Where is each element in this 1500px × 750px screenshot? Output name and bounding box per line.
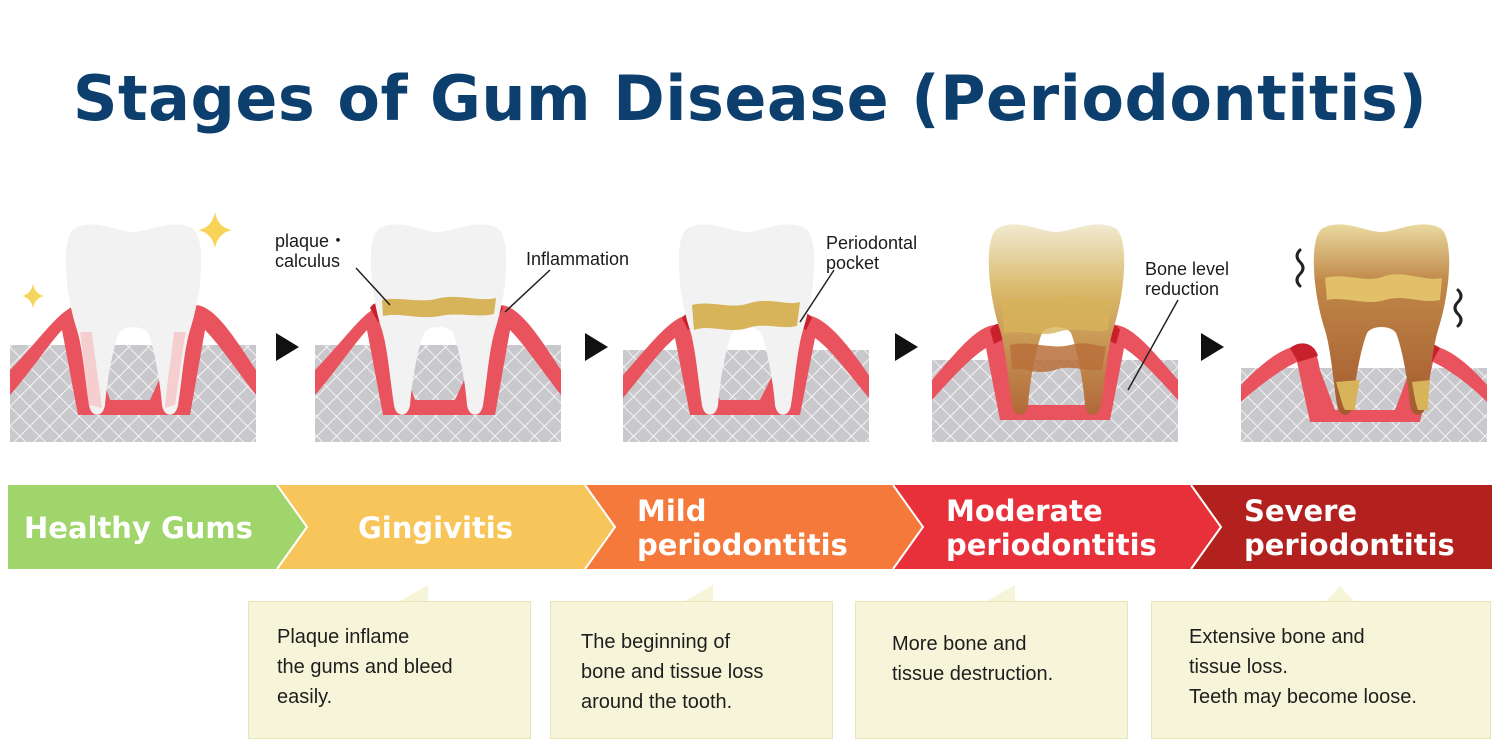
shake-icon — [1453, 288, 1463, 328]
description-gingivitis: Plaque inflame the gums and bleed easily… — [277, 626, 453, 708]
description-box-severe: Extensive bone and tissue loss. Teeth ma… — [1151, 601, 1491, 739]
description-moderate: More bone and tissue destruction. — [892, 633, 1054, 685]
stage-label-severe-2: periodontitis — [1244, 528, 1455, 562]
label-inflammation: Inflammation — [526, 249, 630, 269]
label-bone-level-reduction: Bone level reduction — [1145, 259, 1230, 299]
stage-label-gingivitis: Gingivitis — [358, 511, 513, 545]
stage-label-mild-1: Mild — [637, 494, 707, 528]
stage-label-mild-2: periodontitis — [637, 528, 848, 562]
page-title: Stages of Gum Disease (Periodontitis) — [72, 62, 1428, 135]
stage-ribbon: Healthy Gums Gingivitis Mild periodontit… — [8, 484, 1492, 570]
stage-label-severe-1: Severe — [1244, 494, 1357, 528]
description-box-moderate: More bone and tissue destruction. — [855, 601, 1128, 739]
description-severe: Extensive bone and tissue loss. Teeth ma… — [1189, 626, 1417, 708]
tooth-gingivitis — [315, 224, 561, 442]
tooth-mild-periodontitis — [623, 224, 869, 442]
stage-label-moderate-2: periodontitis — [946, 528, 1157, 562]
shake-icon — [1295, 248, 1305, 288]
stage-chevron-mild — [585, 485, 923, 569]
description-box-mild: The beginning of bone and tissue loss ar… — [550, 601, 833, 739]
stage-chevron-moderate — [893, 485, 1221, 569]
arrow-right-icon — [585, 333, 608, 361]
arrow-right-icon — [276, 333, 299, 361]
stage-chevron-severe — [1191, 485, 1492, 569]
arrow-right-icon — [895, 333, 918, 361]
arrow-right-icon — [1201, 333, 1224, 361]
description-mild: The beginning of bone and tissue loss ar… — [581, 631, 764, 713]
sparkle-icon — [198, 212, 232, 248]
stage-label-moderate-1: Moderate — [946, 494, 1103, 528]
stage-chevron-gingivitis — [277, 485, 615, 569]
tooth-severe-periodontitis — [1241, 224, 1487, 442]
stage-chevron-healthy — [8, 485, 307, 569]
label-plaque-calculus: plaque・ calculus — [275, 231, 348, 271]
tooth-moderate-periodontitis — [932, 224, 1179, 442]
label-periodontal-pocket: Periodontal pocket — [826, 233, 918, 273]
stage-label-healthy: Healthy Gums — [24, 511, 253, 545]
sparkle-icon — [22, 284, 44, 308]
description-box-gingivitis: Plaque inflame the gums and bleed easily… — [248, 601, 531, 739]
tooth-healthy — [10, 212, 256, 442]
